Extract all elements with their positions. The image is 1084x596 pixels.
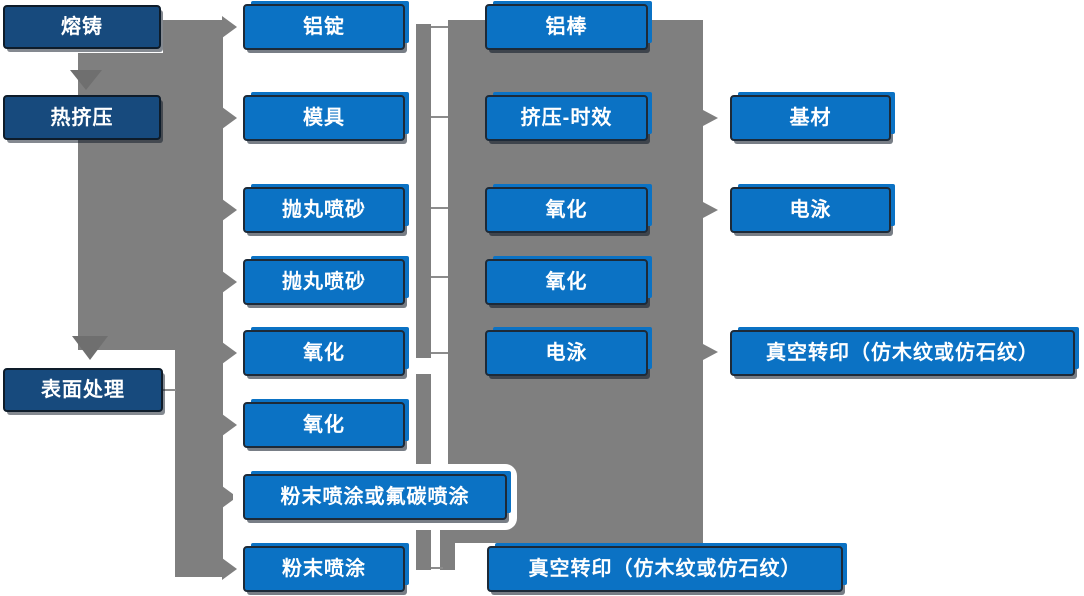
node-shot-blasting-2: 抛丸喷砂 bbox=[243, 259, 405, 305]
right-arrow-icon-1 bbox=[222, 107, 237, 129]
right-arrow-icon-6 bbox=[222, 486, 237, 508]
node-oxidation-2: 氧化 bbox=[243, 402, 405, 448]
connector-stub-0 bbox=[431, 26, 448, 28]
connector-bar-4 bbox=[416, 24, 431, 358]
connector-stub-1 bbox=[431, 116, 448, 118]
right-arrow-icon-7 bbox=[222, 558, 237, 580]
node-oxidation-1: 氧化 bbox=[243, 330, 405, 376]
node-oxidation-4: 氧化 bbox=[485, 259, 648, 305]
right-arrow-icon-9 bbox=[703, 202, 718, 218]
connector-stub-2 bbox=[431, 207, 448, 209]
node-substrate: 基材 bbox=[730, 95, 891, 141]
right-arrow-icon-0 bbox=[222, 16, 237, 38]
down-arrow-icon-1 bbox=[72, 336, 108, 360]
node-electrophoresis-1: 电泳 bbox=[485, 330, 648, 376]
right-arrow-icon-10 bbox=[703, 344, 718, 360]
connector-bar-6 bbox=[440, 528, 455, 570]
node-vacuum-transfer-1: 真空转印（仿木纹或仿石纹） bbox=[487, 546, 843, 592]
connector-stub-6 bbox=[163, 389, 176, 391]
connector-bar-5 bbox=[416, 374, 431, 570]
node-aluminum-ingot: 铝锭 bbox=[243, 4, 405, 50]
node-powder-or-fluorocarbon: 粉末喷涂或氟碳喷涂 bbox=[243, 474, 507, 520]
node-mold: 模具 bbox=[243, 95, 405, 141]
connector-stub-5 bbox=[431, 567, 443, 569]
node-melt-casting: 熔铸 bbox=[3, 5, 161, 49]
node-oxidation-3: 氧化 bbox=[485, 187, 648, 233]
connector-bar-0 bbox=[163, 20, 223, 54]
node-shot-blasting-1: 抛丸喷砂 bbox=[243, 187, 405, 233]
down-arrow-icon-0 bbox=[70, 70, 102, 90]
node-surface-treatment: 表面处理 bbox=[3, 368, 163, 412]
right-arrow-icon-4 bbox=[222, 342, 237, 364]
node-vacuum-transfer-2: 真空转印（仿木纹或仿石纹） bbox=[730, 330, 1075, 376]
right-arrow-icon-3 bbox=[222, 271, 237, 293]
node-hot-extrusion: 热挤压 bbox=[3, 95, 161, 140]
connector-stub-3 bbox=[431, 276, 448, 278]
node-powder-coating: 粉末喷涂 bbox=[243, 546, 405, 592]
connector-stub-4 bbox=[431, 352, 448, 354]
connector-bar-2 bbox=[175, 350, 223, 577]
right-arrow-icon-8 bbox=[703, 110, 718, 126]
right-arrow-icon-5 bbox=[222, 414, 237, 436]
node-aluminum-rod: 铝棒 bbox=[485, 4, 648, 50]
node-extrusion-aging: 挤压-时效 bbox=[485, 95, 648, 141]
node-electrophoresis-2: 电泳 bbox=[730, 187, 891, 233]
right-arrow-icon-2 bbox=[222, 199, 237, 221]
